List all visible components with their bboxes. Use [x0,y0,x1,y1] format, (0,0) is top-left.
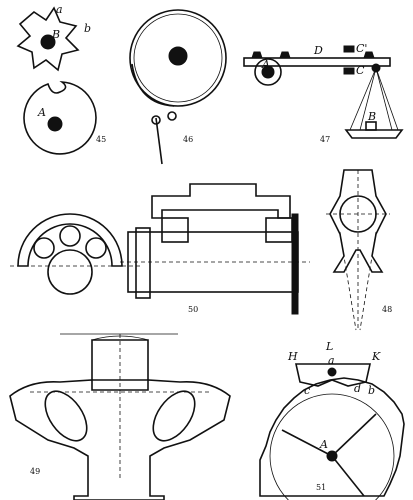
collar-left [135,227,151,299]
roller-right [152,390,196,442]
fig47-label-D: D [313,44,323,57]
fig45-label-A: A [37,106,46,119]
block-c [343,67,355,75]
ball-socket-housing [329,169,387,273]
step-housing [9,379,231,500]
figure-49: 49 [9,333,231,500]
fig45-label-B: B [51,28,60,41]
fig47-label-A: A [261,58,270,71]
wheel-a [23,81,97,155]
roller-3 [85,237,107,259]
brake-lever [155,117,163,165]
bearing-end-view-outer [17,213,123,267]
fig51-label-H: H [287,350,298,363]
wheel-a-hub [47,116,63,132]
drum-inner [133,13,223,103]
pan-weight [365,121,377,131]
figure-45: a b B A 45 [16,3,106,155]
figure-48: 48 [326,169,392,331]
roller-2 [59,225,81,247]
star-wheel-hub [40,34,56,50]
star-wheel-b [16,6,80,72]
fig50-number: 50 [188,305,198,314]
figure-47: A D C' C B 47 [243,42,404,144]
fig51-number: 51 [316,483,326,492]
fig48-number: 48 [382,305,392,314]
escape-wheel-rim [269,393,395,500]
drum-hub [168,46,188,66]
pinion-a-hub [261,65,275,79]
fig45-label-b: b [84,22,91,35]
fig51-label-A: A [319,438,328,451]
fig51-label-b: b [368,384,375,397]
fig51-label-K: K [371,350,381,363]
roller-left [44,390,88,442]
fig51-label-d: d [354,382,361,395]
bearing-right [265,217,293,243]
beam-d [243,57,391,67]
bearing-left [161,217,189,243]
figure-46: 46 [129,9,227,165]
support-right [279,51,291,59]
figure-50: 50 [10,183,310,315]
fig51-label-L: L [325,340,333,353]
brake-band [131,63,175,107]
roller-1 [33,237,55,259]
escape-wheel-hub [326,450,338,462]
support-far [363,51,375,59]
fig47-label-C: C [356,64,365,77]
fig47-label-C-prime: C' [356,42,367,55]
fig45-number: 45 [96,135,106,144]
support-left [251,51,263,59]
fig45-label-a: a [56,3,63,16]
figure-51: H L a K c d b A 51 [259,340,405,500]
central-column [91,339,149,381]
housing-side-view [151,183,291,219]
block-c-prime [343,45,355,53]
anchor-pallet [295,363,371,387]
fig51-label-c: c [304,384,310,397]
drum-outer [129,9,227,107]
anchor-pivot [327,367,337,377]
fig47-label-B: B [367,110,376,123]
fig49-number: 49 [30,467,40,476]
scale-pan [344,129,404,139]
shaft-end-view [47,249,93,295]
band-pin-right [167,111,177,121]
pinion-a [254,58,282,86]
fig51-label-a: a [328,354,335,367]
escape-wheel-teeth [259,377,405,497]
end-plate [291,213,299,315]
fig47-number: 47 [320,135,330,144]
fig46-number: 46 [183,135,193,144]
